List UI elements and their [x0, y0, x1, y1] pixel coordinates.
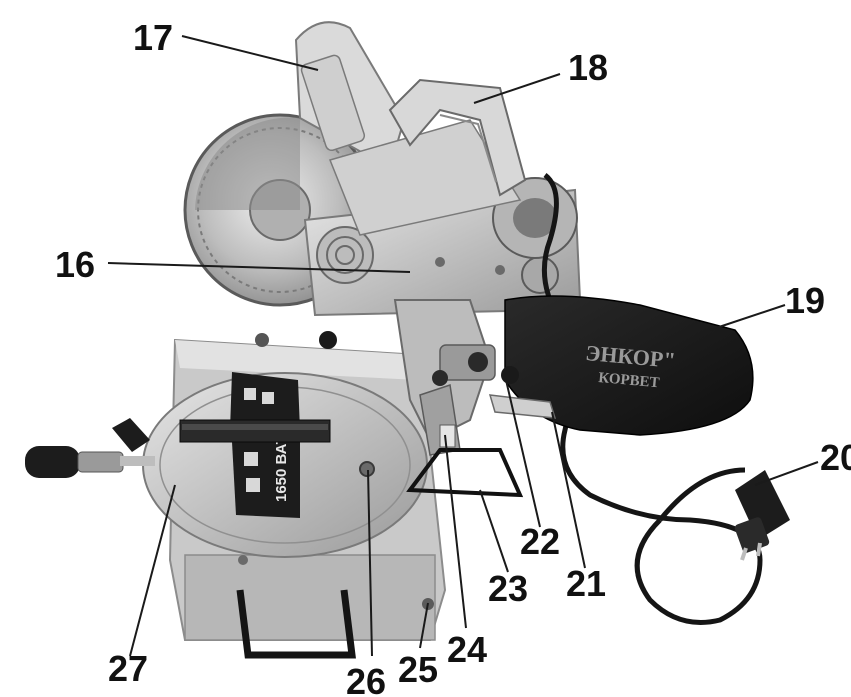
leader-19 [709, 304, 786, 331]
motor-power-label: 1650 ВАТТ [273, 426, 290, 502]
callout-labels: 16 17 18 19 20 21 22 23 24 25 26 27 [55, 17, 851, 697]
rotary-table: 1650 ВАТТ [142, 372, 428, 558]
callout-20: 20 [820, 437, 851, 478]
callout-23: 23 [488, 568, 528, 609]
leader-27 [129, 484, 176, 657]
callout-25: 25 [398, 649, 438, 690]
leader-23 [479, 489, 509, 573]
callout-18: 18 [568, 47, 608, 88]
leader-lines [107, 35, 819, 657]
callout-16: 16 [55, 244, 95, 285]
power-plug [734, 470, 790, 561]
dust-bag: ЭНКОР" КОРВЕТ [504, 295, 754, 436]
rear-support-wire [406, 448, 524, 498]
bag-model-text: КОРВЕТ [598, 370, 661, 391]
callout-17: 17 [133, 17, 173, 58]
leader-22 [505, 379, 541, 528]
power-cable [541, 173, 763, 625]
callout-19: 19 [785, 280, 825, 321]
callout-27: 27 [108, 648, 148, 689]
leader-24 [444, 434, 467, 629]
callout-22: 22 [520, 521, 560, 562]
leader-17 [181, 35, 319, 71]
miter-lock-handle [25, 418, 155, 478]
pivot-assembly [255, 299, 557, 456]
leader-18 [473, 73, 561, 104]
leader-21 [551, 411, 586, 569]
callout-24: 24 [447, 629, 487, 670]
callout-26: 26 [346, 661, 386, 697]
main-handle [388, 78, 527, 197]
callout-21: 21 [566, 563, 606, 604]
blade-guard [195, 21, 406, 210]
leader-20 [754, 461, 819, 486]
leader-16 [107, 262, 411, 273]
leader-25 [419, 602, 429, 649]
leader-26 [367, 469, 373, 657]
